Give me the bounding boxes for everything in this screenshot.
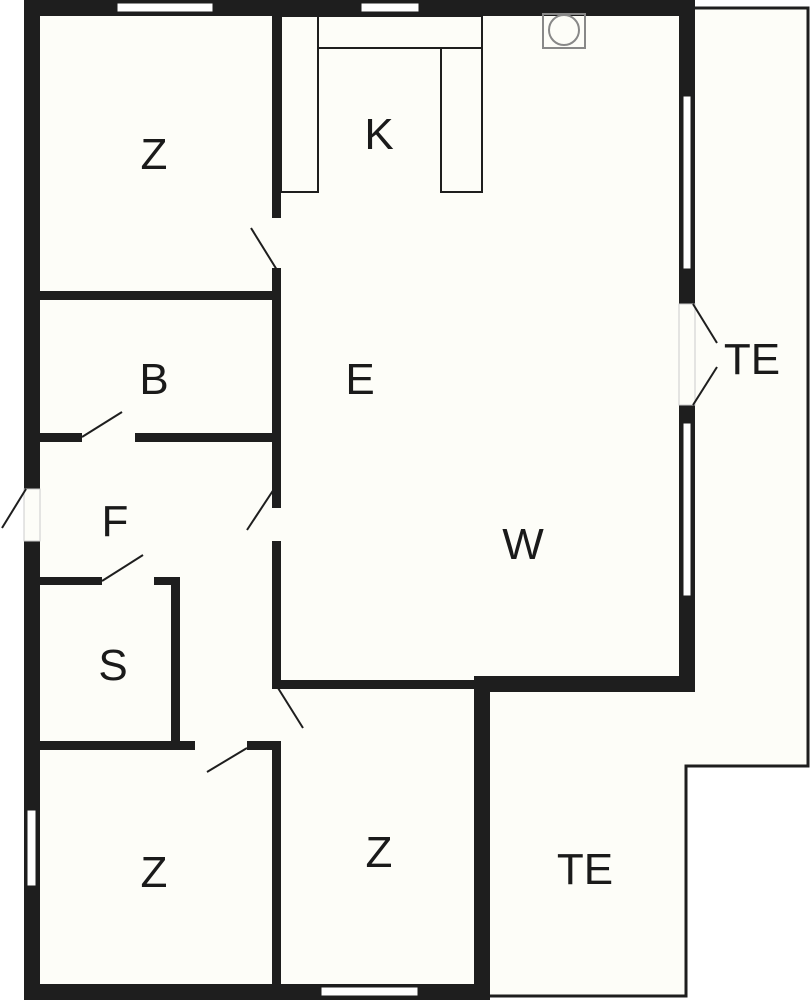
door-openings [23, 303, 696, 542]
window-bottom-middle [320, 986, 419, 997]
door-swings [1, 227, 718, 773]
door-swing-terrace-lower [692, 366, 718, 406]
room-label-bedroom-bottom-middle: Z [365, 828, 393, 877]
window-top-left [116, 2, 214, 13]
window-left-bottom [26, 809, 37, 887]
door-swing-bathroom [81, 411, 123, 438]
door-swing-terrace-upper [692, 303, 718, 344]
room-label-terrace-right: TE [723, 335, 781, 384]
room-label-terrace-bottom: TE [556, 845, 614, 894]
stove-icon [542, 13, 586, 49]
window-right-lower [682, 422, 692, 597]
window-right-upper [682, 95, 692, 270]
interior-walls [38, 14, 488, 1000]
room-label-bathroom: B [139, 355, 169, 404]
door-swing-storage [101, 554, 144, 582]
door-swing-bottom-left-z [206, 747, 248, 773]
room-label-living-room: W [502, 520, 544, 569]
room-label-kitchen: K [364, 110, 394, 159]
window-top-kitchen [360, 2, 420, 13]
room-label-entry-hall: E [345, 355, 375, 404]
room-label-bedroom-top-left: Z [140, 130, 168, 179]
door-swing-foyer-hall [246, 485, 277, 531]
windows [26, 2, 692, 997]
kitchen-counters [280, 15, 483, 193]
counter-left [280, 15, 319, 193]
door-swing-front-entry [1, 488, 27, 529]
door-swing-top-left-z [250, 227, 278, 271]
counter-right [440, 47, 483, 193]
room-label-foyer: F [101, 497, 129, 546]
door-swing-middle-z [277, 687, 304, 729]
room-label-bedroom-bottom-left: Z [140, 848, 168, 897]
counter-top [317, 15, 483, 49]
room-label-storage: S [98, 641, 128, 690]
